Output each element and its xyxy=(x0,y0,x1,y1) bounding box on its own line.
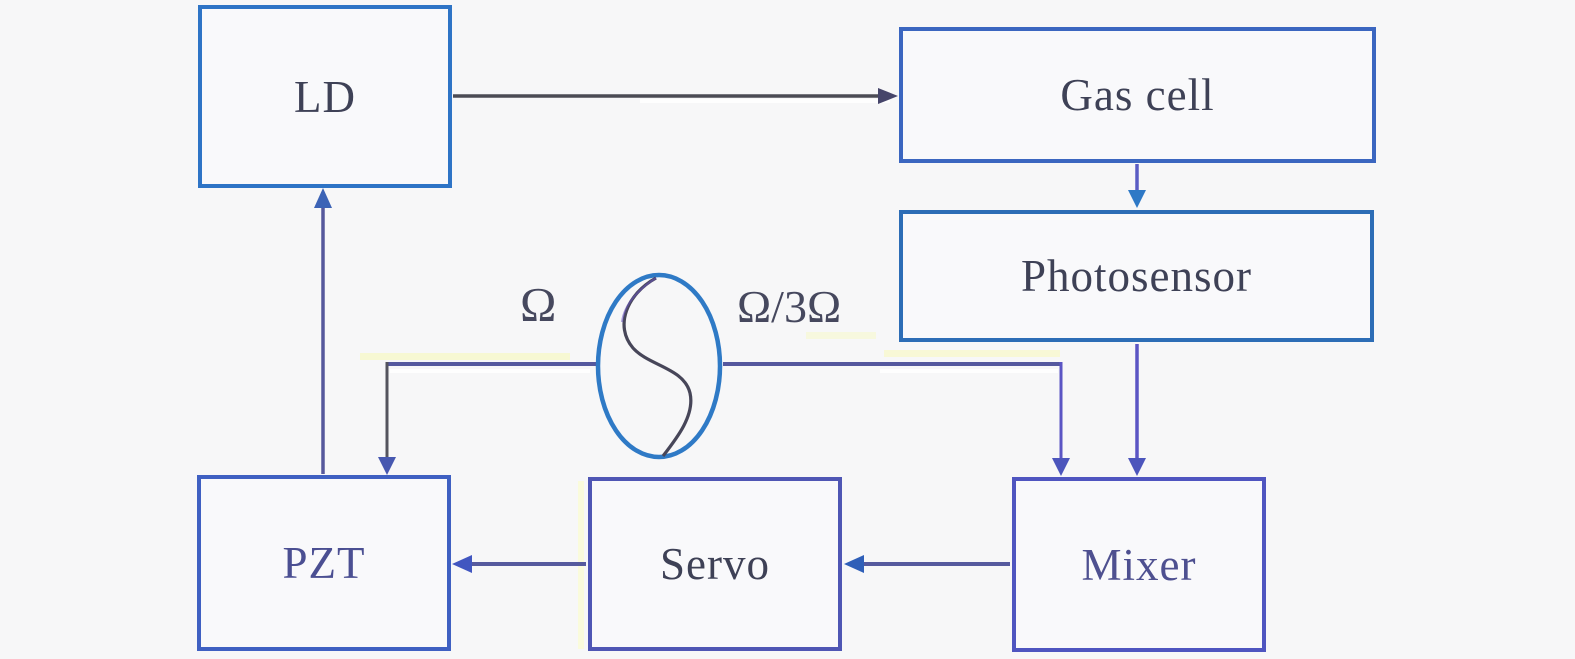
node-photosensor-label: Photosensor xyxy=(1020,251,1252,301)
edge-mixer-to-servo xyxy=(844,555,1010,573)
edge-photosensor-to-mixer xyxy=(1128,344,1146,476)
node-photosensor: Photosensor xyxy=(899,210,1374,342)
label-omega-ratio: Ω/3Ω xyxy=(737,281,842,332)
node-pzt-label: PZT xyxy=(282,538,366,588)
node-mixer-label: Mixer xyxy=(1081,539,1197,590)
oscillator-icon xyxy=(595,272,723,460)
edge-ld-to-gascell xyxy=(453,88,898,104)
node-ld-label: LD xyxy=(294,71,356,122)
label-omega: Ω xyxy=(520,277,557,332)
node-ld: LD xyxy=(198,5,452,188)
node-servo: Servo xyxy=(588,477,842,651)
edge-oscillator-to-mixer xyxy=(723,362,1070,476)
node-servo-label: Servo xyxy=(660,539,770,589)
edge-servo-to-pzt xyxy=(452,555,586,573)
node-gas-cell-label: Gas cell xyxy=(1060,70,1215,120)
node-pzt: PZT xyxy=(197,475,451,651)
edge-oscillator-to-pzt xyxy=(378,362,596,475)
node-mixer: Mixer xyxy=(1012,477,1266,652)
node-gas-cell: Gas cell xyxy=(899,27,1376,163)
edge-pzt-to-ld xyxy=(314,188,332,474)
edge-gascell-to-photosensor xyxy=(1128,164,1146,208)
